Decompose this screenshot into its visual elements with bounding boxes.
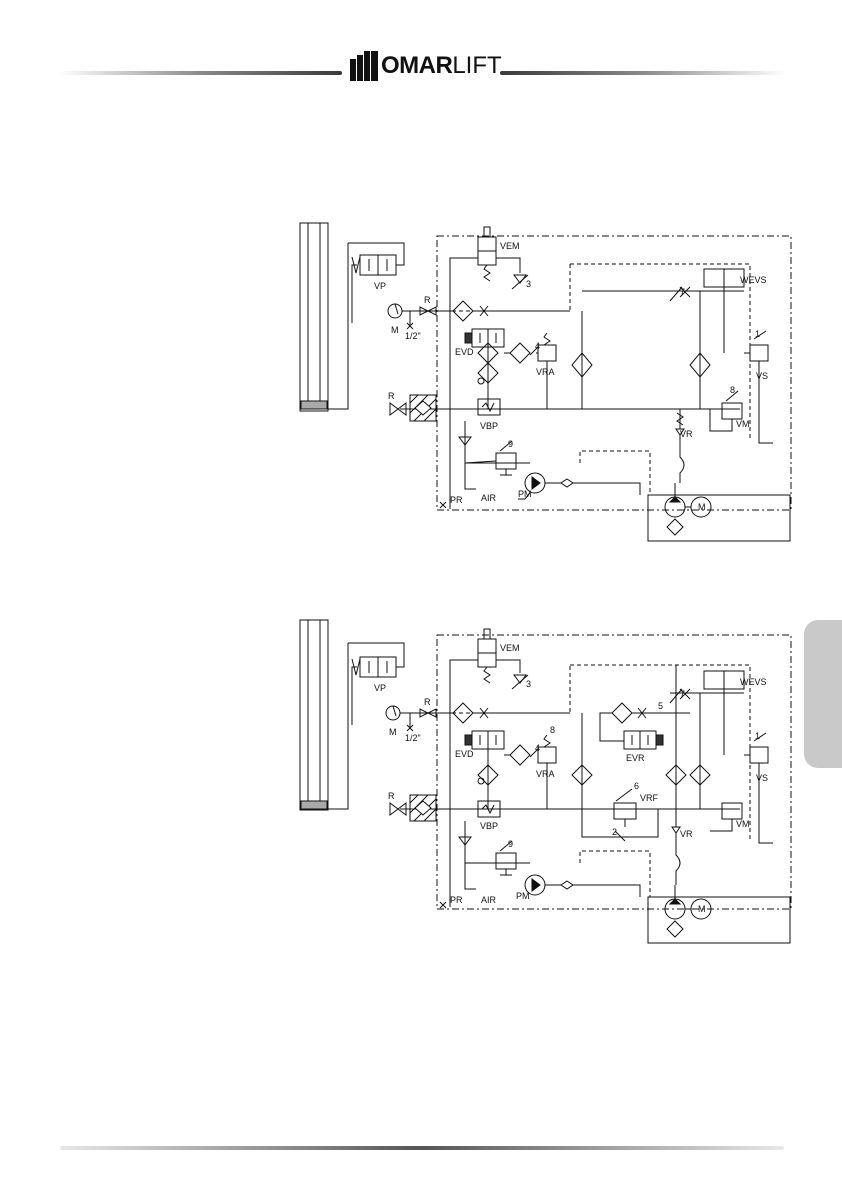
label-n7: 7 (680, 689, 685, 699)
label-n8: 8 (550, 725, 555, 735)
vs-valve-icon (750, 747, 768, 763)
label-pm: PM (518, 489, 532, 499)
label-vra: VRA (536, 367, 555, 377)
label-pr: PR (450, 495, 463, 505)
main-filter-block-icon (410, 795, 436, 821)
evr-valve-icon (624, 731, 663, 749)
label-motor: M (698, 502, 706, 512)
label-vrf: VRF (640, 793, 659, 803)
label-vbp: VBP (480, 821, 498, 831)
label-vr: VR (680, 429, 693, 439)
label-evr: EVR (626, 753, 645, 763)
label-evd: EVD (455, 347, 474, 357)
label-pm: PM (516, 891, 530, 901)
label-n6: 6 (634, 781, 639, 791)
label-n4: 4 (535, 341, 540, 351)
vrf-valve-icon (614, 789, 636, 819)
label-vp: VP (374, 683, 386, 693)
tank-icon (648, 495, 790, 541)
outer-boundary (437, 635, 791, 909)
wevs-valve-icon (704, 671, 744, 689)
omarlift-logo: OMARLIFT (348, 49, 498, 85)
pressure-relief-9-icon (496, 853, 516, 869)
cylinder-icon (300, 223, 328, 411)
label-vm: VM (736, 819, 750, 829)
tank-icon (648, 897, 790, 943)
label-r-bottom: R (388, 391, 395, 401)
brand-name: OMARLIFT (381, 53, 502, 79)
label-n3: 3 (526, 679, 531, 689)
omarlift-logo-mark-icon (350, 51, 378, 81)
label-air: AIR (481, 493, 497, 503)
pressure-gauge-icon (388, 304, 402, 318)
vp-valve-icon (352, 657, 396, 677)
label-r-top: R (424, 697, 431, 707)
filter-icon (612, 703, 632, 723)
label-r-bottom: R (388, 791, 395, 801)
evd-valve-icon (465, 731, 504, 749)
label-m: M (389, 727, 397, 737)
cylinder-icon (300, 620, 328, 810)
vm-valve-icon (722, 803, 742, 819)
label-n9: 9 (508, 439, 513, 449)
pressure-relief-9-icon (496, 453, 516, 469)
label-air: AIR (481, 895, 497, 905)
vra-valve-icon (538, 735, 556, 763)
vm-valve-icon (722, 403, 742, 419)
label-motor: M (698, 904, 706, 914)
footer-rule (60, 1146, 784, 1150)
vbp-valve-icon (478, 399, 500, 415)
label-vr: VR (680, 829, 693, 839)
vra-valve-icon (538, 333, 556, 361)
label-wevs: WEVS (740, 677, 767, 687)
label-half-inch: 1/2" (405, 733, 421, 743)
label-n2: 2 (612, 827, 617, 837)
wevs-valve-icon (704, 269, 744, 287)
label-vm: VM (736, 419, 750, 429)
header-rule-right (500, 71, 785, 75)
outer-boundary (437, 236, 791, 510)
label-evd: EVD (455, 749, 474, 759)
vs-valve-icon (750, 345, 768, 361)
label-n1: 1 (755, 329, 760, 339)
label-n8: 8 (730, 385, 735, 395)
label-pr: PR (450, 895, 463, 905)
vem-valve-icon (478, 227, 496, 281)
main-filter-block-icon (410, 395, 436, 421)
label-n3: 3 (526, 279, 531, 289)
label-vra: VRA (536, 769, 555, 779)
vp-valve-icon (352, 255, 396, 275)
header-rule-left (60, 71, 342, 75)
label-n7: 7 (680, 287, 685, 297)
hydraulic-diagram-2: VEM VP WEVS M R 1/2" EVD VRA EVR VS R VB… (270, 605, 800, 961)
inner-boundary (570, 665, 750, 841)
hydraulic-diagram-1: VEM VP WEVS M R 1/2" EVD VRA VS R VBP VR… (270, 213, 800, 545)
label-n9: 9 (508, 839, 513, 849)
evd-valve-icon (465, 329, 504, 347)
label-n1: 1 (755, 731, 760, 741)
vem-valve-icon (478, 629, 496, 683)
label-m: M (391, 325, 399, 335)
pressure-gauge-icon (386, 706, 400, 720)
label-vs: VS (756, 773, 768, 783)
label-r-top: R (424, 295, 431, 305)
label-vbp: VBP (480, 421, 498, 431)
section-side-tab (804, 620, 842, 768)
label-n5: 5 (658, 701, 663, 711)
brand-light: LIFT (452, 52, 501, 79)
label-vem: VEM (500, 241, 520, 251)
label-n4: 4 (535, 743, 540, 753)
brand-bold: OMAR (381, 52, 452, 79)
label-vs: VS (756, 371, 768, 381)
label-wevs: WEVS (740, 275, 767, 285)
label-half-inch: 1/2" (405, 331, 421, 341)
label-vp: VP (374, 281, 386, 291)
label-vem: VEM (500, 643, 520, 653)
